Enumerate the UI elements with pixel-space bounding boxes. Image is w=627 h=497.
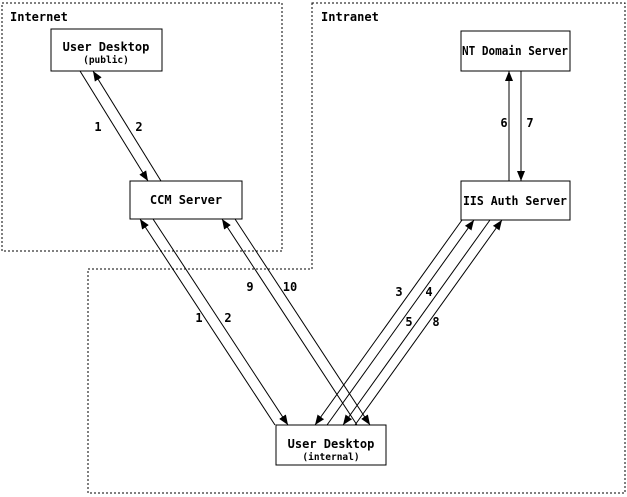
node-iis-auth-server: IIS Auth Server [460,180,571,221]
node-title: CCM Server [150,193,222,207]
edge-label: 5 [405,315,412,329]
node-title: NT Domain Server [462,44,568,58]
edge-label: 2 [135,120,142,134]
zone-internet-label: Internet [10,10,68,24]
node-box [460,30,571,72]
node-box [460,180,571,221]
edge-iis-to-desktop-internal-3 [314,219,463,426]
node-box [50,28,163,72]
zone-intranet-border [87,2,626,494]
node-title: User Desktop [63,40,150,54]
node-subtitle: (public) [83,55,129,66]
edge-label: 1 [195,311,202,325]
zone-intranet-label: Intranet [321,10,379,24]
edge-desktop-public-to-ccm [79,70,149,182]
edge-label: 10 [283,280,297,294]
edge-label: 2 [224,311,231,325]
edge-ccm-to-desktop-public [92,70,162,182]
edge-desktop-internal-to-iis-8 [354,219,503,426]
edge-desktop-internal-to-iis-4 [326,219,475,426]
edge-desktop-internal-to-ccm-1 [139,218,276,426]
edge-label: 9 [246,280,253,294]
zone-internet-border [1,2,283,252]
edge-label: 6 [500,116,507,130]
edge-desktop-internal-to-ccm-9 [221,218,358,426]
node-title: IIS Auth Server [463,194,567,208]
edge-label: 1 [94,120,101,134]
node-box [275,424,387,466]
edge-label: 3 [395,285,402,299]
edge-label: 8 [432,315,439,329]
node-user-desktop-public: User Desktop (public) [50,28,163,72]
edge-iis-to-desktop-internal-5 [342,219,491,426]
node-title: User Desktop [288,437,375,451]
node-box [129,180,243,220]
edge-label: 4 [425,285,432,299]
node-user-desktop-internal: User Desktop (internal) [275,424,387,466]
edge-ccm-to-desktop-internal-10 [234,218,371,426]
node-ccm-server: CCM Server [129,180,243,220]
edge-label: 7 [526,116,533,130]
node-subtitle: (internal) [302,452,359,463]
edge-ccm-to-desktop-internal-2 [152,218,289,426]
node-nt-domain-server: NT Domain Server [460,30,571,72]
